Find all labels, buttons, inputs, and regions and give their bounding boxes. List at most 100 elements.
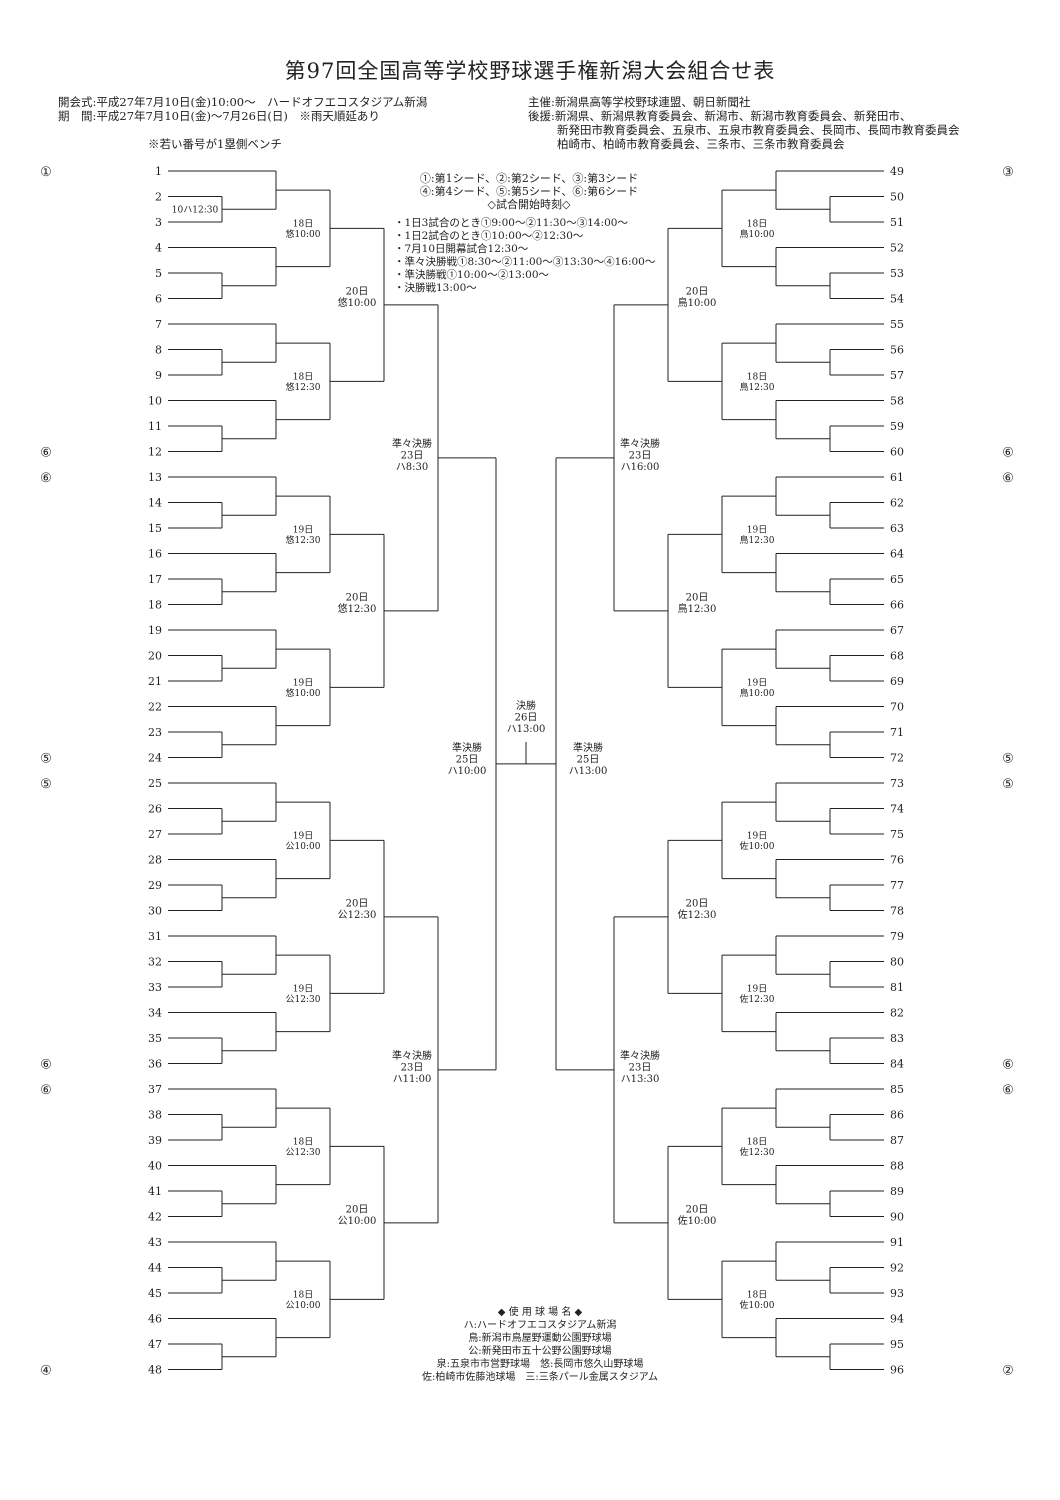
slot-number: 32 xyxy=(148,956,162,969)
round-4-label: 20日 xyxy=(686,593,709,604)
quarterfinal-label: ハ13:30 xyxy=(621,1074,660,1085)
round-3-label: 悠12:30 xyxy=(286,381,321,393)
slot-number: 83 xyxy=(890,1032,904,1045)
slot-number: 69 xyxy=(890,675,904,688)
round-3-label: 19日 xyxy=(747,677,767,688)
round-3-label: 公12:30 xyxy=(286,1147,321,1158)
slot-number: 35 xyxy=(148,1032,162,1045)
slot-number: 77 xyxy=(890,879,904,892)
round-3-label: 18日 xyxy=(293,1136,313,1147)
opening-ceremony: 開会式:平成27年7月10日(金)10:00〜 ハードオフエコスタジアム新潟 xyxy=(58,95,428,109)
quarterfinal-label: 23日 xyxy=(401,450,424,461)
round-3-label: 公10:00 xyxy=(286,841,321,852)
slot-number: 43 xyxy=(148,1236,162,1249)
slot-number: 72 xyxy=(890,752,904,765)
sponsor: 主催:新潟県高等学校野球連盟、朝日新聞社 xyxy=(528,95,751,109)
slot-number: 74 xyxy=(890,803,904,816)
bench-note: ※若い番号が1塁側ベンチ xyxy=(148,137,282,151)
round-3-label: 18日 xyxy=(747,1289,767,1300)
round-3-label: 公12:30 xyxy=(286,994,321,1005)
slot-number: 53 xyxy=(890,267,904,280)
slot-number: 70 xyxy=(890,701,904,714)
slot-number: 58 xyxy=(890,395,904,408)
slot-number: 90 xyxy=(890,1211,904,1224)
slot-number: 85 xyxy=(890,1083,904,1096)
round-3-label: 悠10:00 xyxy=(286,228,321,240)
round-3-label: 19日 xyxy=(293,524,313,535)
slot-number: 71 xyxy=(890,726,904,739)
slot-number: 24 xyxy=(148,752,162,765)
round-3-label: 佐12:30 xyxy=(740,1146,775,1158)
opening-game-label: 10ハ12:30 xyxy=(172,206,219,216)
round-4-label: 20日 xyxy=(686,1205,709,1216)
round-3-label: 鳥12:30 xyxy=(740,381,775,393)
venue-line: 佐:柏崎市佐藤池球場 三:三条パール金属スタジアム xyxy=(421,1372,659,1383)
slot-number: 86 xyxy=(890,1109,904,1122)
slot-number: 23 xyxy=(148,726,162,739)
slot-number: 31 xyxy=(148,930,162,943)
venue-line: ハ:ハードオフエコスタジアム新潟 xyxy=(463,1320,617,1331)
seed-legend-line: ④:第4シード、⑤:第5シード、⑥:第6シード xyxy=(419,185,639,198)
slot-number: 14 xyxy=(148,497,162,510)
quarterfinal-label: 準々決勝 xyxy=(392,1049,432,1062)
slot-number: 65 xyxy=(890,573,904,586)
slot-number: 62 xyxy=(890,497,904,510)
slot-number: 4 xyxy=(155,242,162,255)
slot-number: 22 xyxy=(148,701,162,714)
round-3-label: 19日 xyxy=(293,677,313,688)
round-3-label: 19日 xyxy=(747,524,767,535)
start-time-line: ・準々決勝戦①8:30〜②11:00〜③13:30〜④16:00〜 xyxy=(394,256,656,268)
slot-number: 30 xyxy=(148,905,162,918)
slot-number: 95 xyxy=(890,1338,904,1351)
support-line-1: 後援:新潟県、新潟県教育委員会、新潟市、新潟市教育委員会、新発田市、 xyxy=(528,109,912,123)
slot-number: 81 xyxy=(890,981,904,994)
round-4-label: 佐10:00 xyxy=(678,1215,717,1227)
slot-number: 59 xyxy=(890,420,904,433)
seed-mark: ⑤ xyxy=(40,777,52,792)
semifinal-label: 25日 xyxy=(577,754,600,765)
round-3-label: 18日 xyxy=(747,371,767,382)
round-4-label: 悠12:30 xyxy=(338,602,377,615)
slot-number: 64 xyxy=(890,548,904,561)
slot-number: 1 xyxy=(155,165,162,178)
slot-number: 52 xyxy=(890,242,904,255)
slot-number: 26 xyxy=(148,803,162,816)
slot-number: 25 xyxy=(148,777,162,790)
start-time-line: ・準決勝戦①10:00〜②13:00〜 xyxy=(394,269,550,281)
round-3-label: 鳥12:30 xyxy=(740,534,775,546)
slot-number: 93 xyxy=(890,1287,904,1300)
round-4-label: 鳥12:30 xyxy=(678,602,717,615)
semifinal-label: 25日 xyxy=(456,754,479,765)
final-label: 決勝 xyxy=(516,699,536,712)
slot-number: 89 xyxy=(890,1185,904,1198)
start-times: ・1日3試合のとき①9:00〜②11:30〜③14:00〜 ・1日2試合のとき①… xyxy=(394,217,655,295)
seed-mark: ① xyxy=(40,165,52,180)
slot-number: 76 xyxy=(890,854,904,867)
slot-number: 60 xyxy=(890,446,904,459)
start-time-line: ・1日2試合のとき①10:00〜②12:30〜 xyxy=(394,230,584,242)
seed-mark: ⑤ xyxy=(1002,777,1014,792)
slot-number: 50 xyxy=(890,191,904,204)
slot-number: 6 xyxy=(155,293,162,306)
round-3-label: 鳥10:00 xyxy=(740,228,775,240)
slot-number: 63 xyxy=(890,522,904,535)
slot-number: 73 xyxy=(890,777,904,790)
semifinal-label: 準決勝 xyxy=(452,741,482,754)
page-title: 第97回全国高等学校野球選手権新潟大会組合せ表 xyxy=(284,59,776,83)
venue-line: 公:新発田市五十公野公園野球場 xyxy=(468,1346,612,1357)
seed-mark: ⑥ xyxy=(40,471,52,486)
round-4-label: 公12:30 xyxy=(338,910,377,921)
seed-mark: ⑥ xyxy=(40,1083,52,1098)
round-3-label: 19日 xyxy=(747,983,767,994)
round-4-label: 20日 xyxy=(346,593,369,604)
final-label: ハ13:00 xyxy=(507,724,546,735)
quarterfinal-label: 23日 xyxy=(629,450,652,461)
seed-legend-line: ①:第1シード、②:第2シード、③:第3シード xyxy=(419,172,639,185)
seed-mark: ⑤ xyxy=(40,752,52,767)
slot-number: 12 xyxy=(148,446,162,459)
slot-number: 91 xyxy=(890,1236,904,1249)
round-3-label: 悠12:30 xyxy=(286,534,321,546)
quarterfinal-label: 準々決勝 xyxy=(620,437,660,450)
round-3-label: 公10:00 xyxy=(286,1300,321,1311)
round-3-label: 佐10:00 xyxy=(740,840,775,852)
